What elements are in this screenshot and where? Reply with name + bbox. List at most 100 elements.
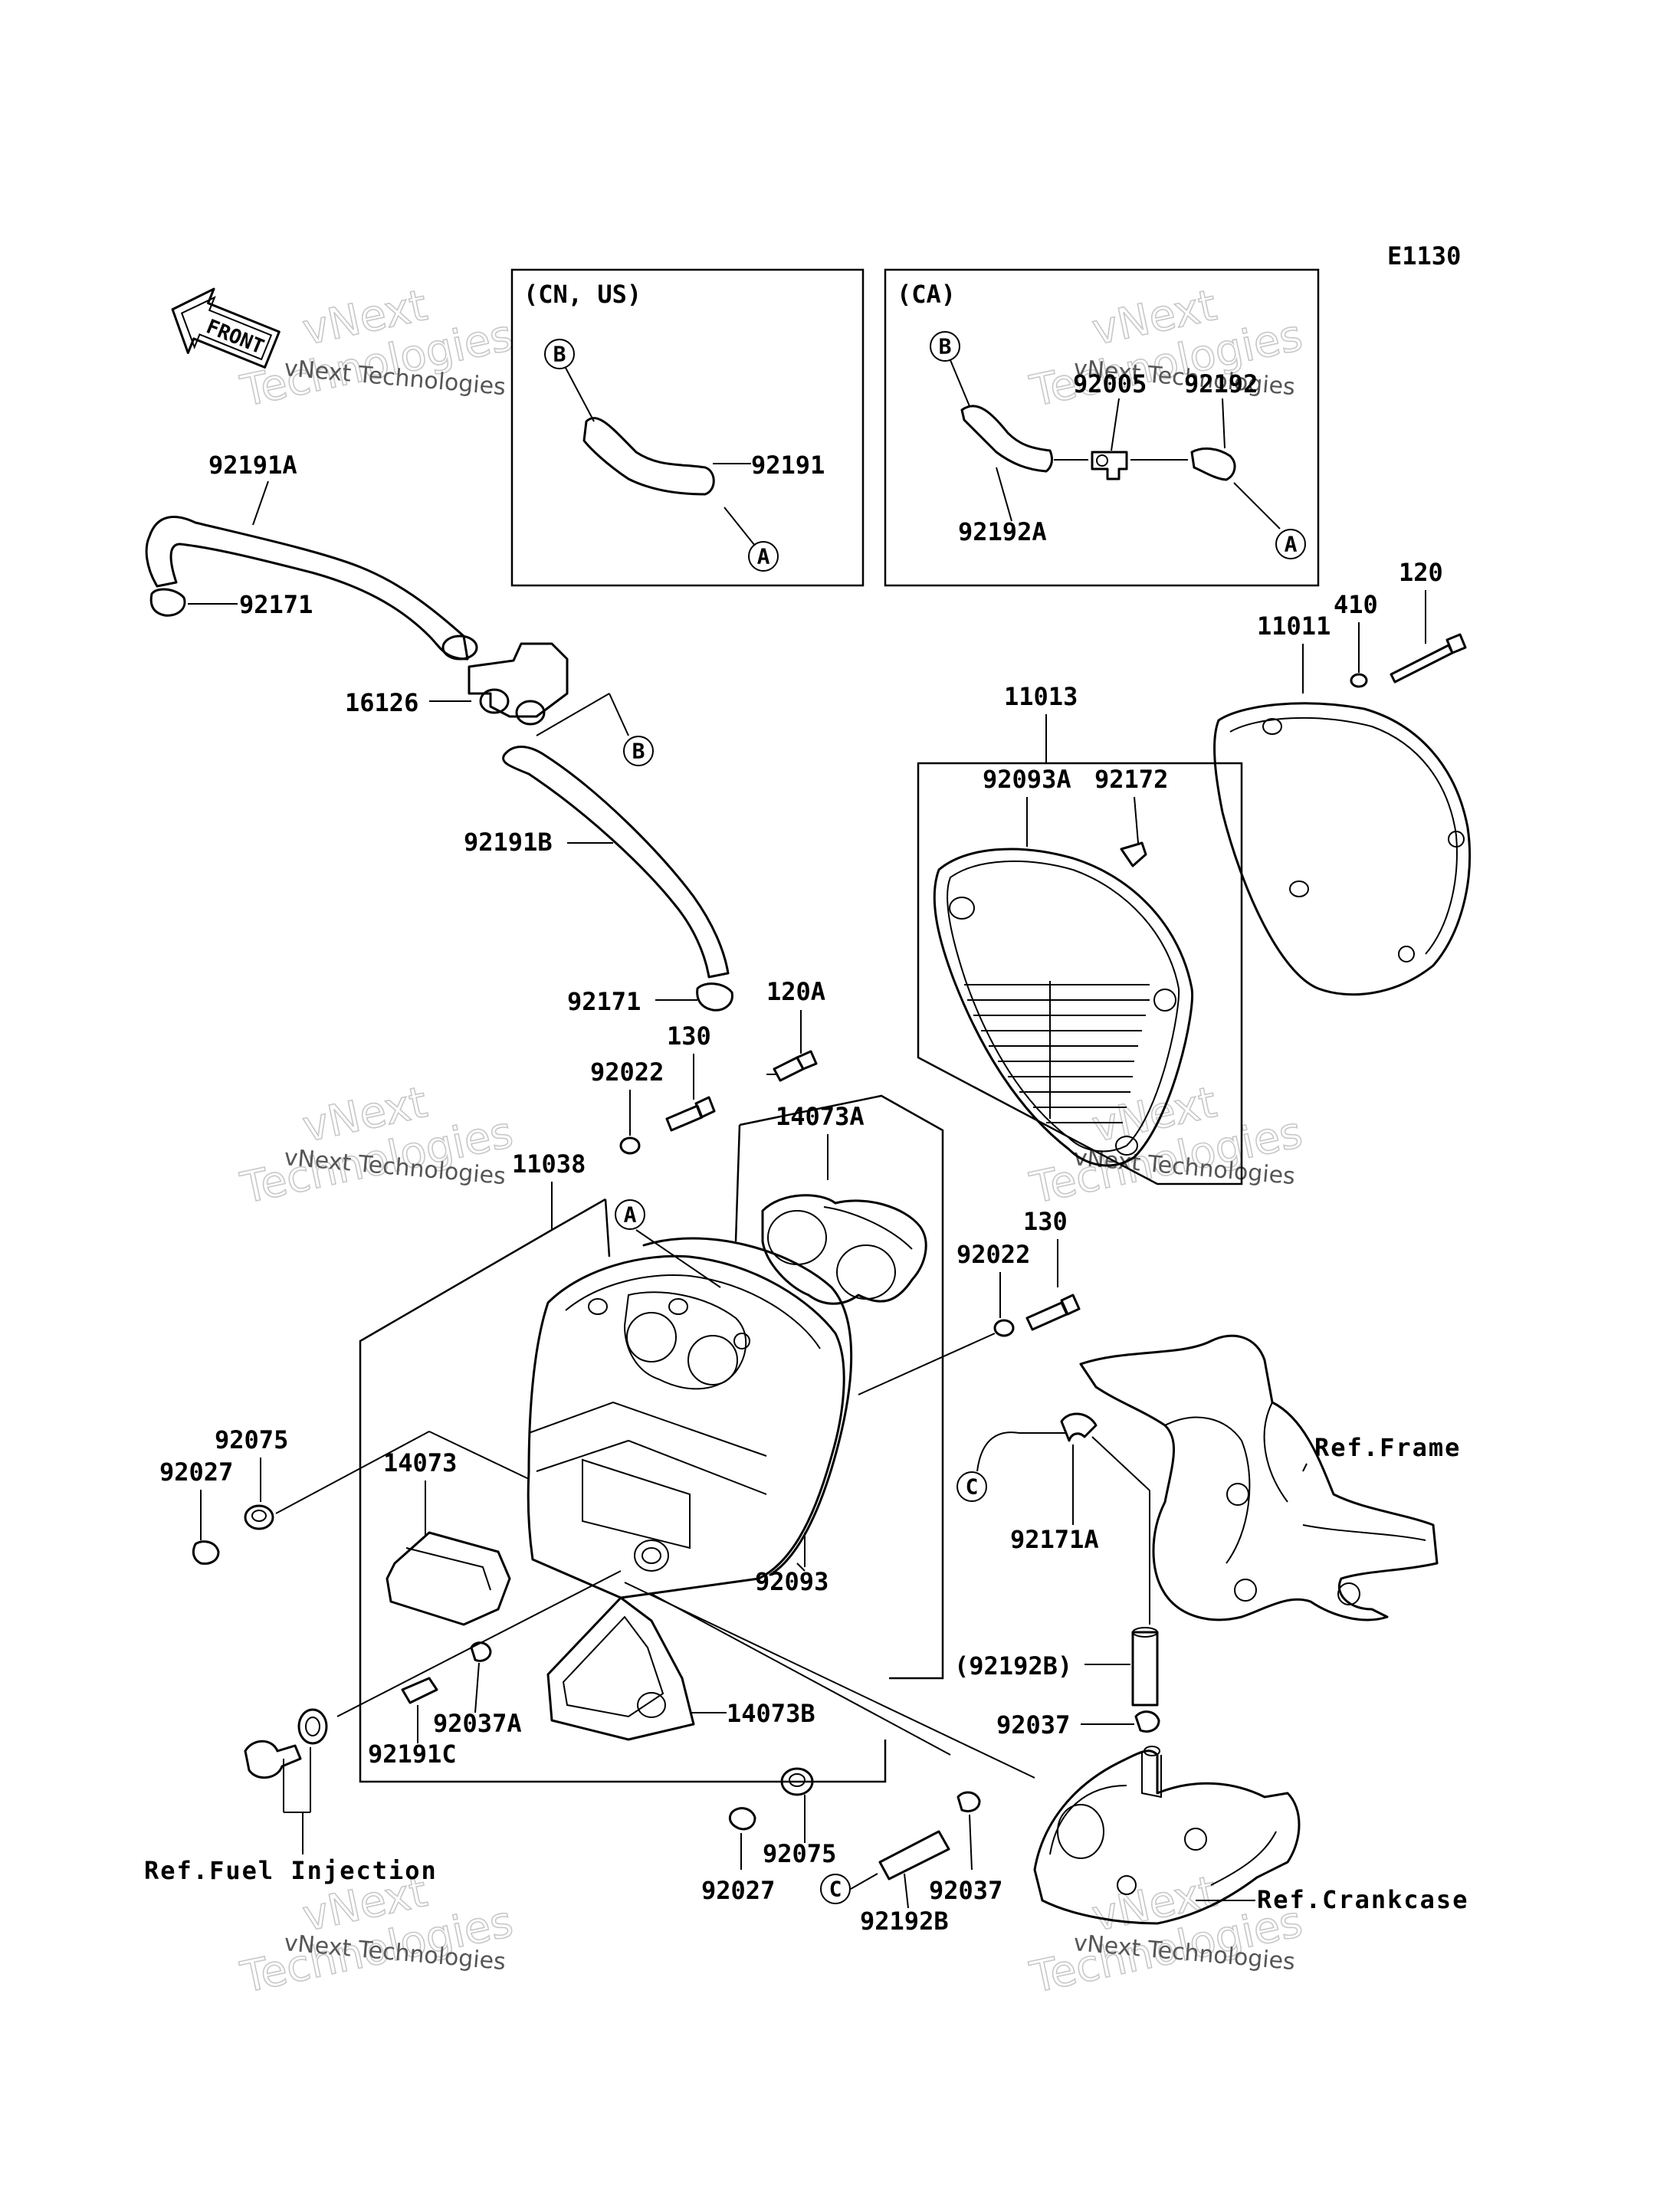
part-label-11038: 11038: [512, 1149, 586, 1179]
sensor-fuel-injection: [244, 1740, 302, 1779]
part-label-92005: 92005: [1073, 369, 1147, 398]
clamp-92037-bottom: [956, 1791, 981, 1812]
part-label-14073: 14073: [383, 1448, 457, 1477]
variant-label-ca: (CA): [897, 280, 956, 309]
grommet-92075-left: [244, 1504, 274, 1530]
circle-ref-c-left-text: C: [966, 1474, 979, 1500]
circle-ref-a-main-text: A: [624, 1202, 637, 1228]
part-label-92171-lower: 92171: [567, 987, 641, 1016]
circle-ref-b: [930, 331, 960, 362]
circle-ref-a: [1275, 529, 1306, 559]
gasket-92093: [642, 1237, 853, 1576]
variant-box-ca: (CA) B 92192A 92005 92192 A: [884, 268, 1320, 587]
hose-92192: [1190, 447, 1236, 481]
front-arrow-icon: FRONT: [171, 287, 281, 369]
crankcase-reference: [1033, 1749, 1301, 1925]
hose-92191b: [502, 746, 730, 979]
circle-ref-b-text: B: [553, 342, 566, 367]
part-label-11011: 11011: [1257, 612, 1331, 641]
front-label: FRONT: [203, 315, 267, 359]
part-label-92037-bottom: 92037: [929, 1876, 1002, 1905]
circle-ref-b-main-text: B: [632, 739, 645, 764]
part-label-14073b: 14073B: [727, 1699, 815, 1728]
part-label-92027-left: 92027: [159, 1458, 233, 1487]
part-label-16126: 16126: [345, 688, 418, 717]
part-label-92171a: 92171A: [1010, 1525, 1099, 1554]
bolt-130-right: [1025, 1301, 1068, 1331]
watermark-bottom-left: vNext Technologies vNext Technologies: [236, 1866, 518, 2003]
watermark-top-right: vNext Technologies vNext Technologies: [1025, 280, 1308, 417]
part-label-92093a: 92093A: [983, 765, 1071, 794]
circle-ref-c-bottom: [820, 1874, 851, 1904]
cover-11011: [1213, 702, 1472, 996]
housing-11038: [527, 1254, 845, 1599]
circle-ref-a-text: A: [1285, 532, 1298, 557]
circle-ref-b: [544, 339, 575, 369]
part-label-92192b-paren: (92192B): [954, 1651, 1072, 1681]
part-label-92171-top: 92171: [239, 590, 313, 619]
clamp-92037-right: [1134, 1710, 1160, 1733]
ref-crankcase: Ref.Crankcase: [1257, 1885, 1468, 1914]
clamp-92171-lower: [696, 982, 733, 1012]
part-label-92093: 92093: [755, 1567, 829, 1596]
part-label-92191a: 92191A: [208, 451, 297, 480]
hose-92192b-vertical: [1131, 1631, 1159, 1707]
part-label-120a: 120A: [766, 977, 825, 1006]
variant-label-cn-us: (CN, US): [523, 280, 641, 309]
watermark-mid-right: vNext Technologies vNext Technologies: [1025, 1077, 1308, 1214]
hose-92192b-bottom: [878, 1830, 950, 1881]
part-label-92027-bottom: 92027: [701, 1876, 775, 1905]
hose-92191c: [401, 1677, 438, 1704]
part-label-92075-bottom: 92075: [763, 1839, 836, 1868]
frame-reference: [1079, 1334, 1439, 1622]
circle-ref-b-text: B: [939, 334, 952, 359]
duct-14073b: [546, 1596, 695, 1741]
bolt-120: [1390, 644, 1454, 684]
clamp-92037a: [470, 1641, 492, 1662]
circle-ref-a-main: [615, 1199, 645, 1230]
part-label-92192b-bottom: 92192B: [860, 1907, 949, 1936]
circle-ref-c-bottom-text: C: [829, 1877, 842, 1902]
part-label-130-right: 130: [1023, 1207, 1068, 1236]
part-label-130-upper: 130: [667, 1021, 711, 1051]
cap-92027-left: [192, 1540, 220, 1565]
valve-16126: [468, 642, 569, 718]
part-label-410: 410: [1334, 590, 1378, 619]
cap-92027-bottom: [728, 1807, 756, 1831]
part-label-92022-right: 92022: [956, 1240, 1030, 1269]
part-label-92192a: 92192A: [958, 517, 1047, 546]
screw-92172: [1120, 841, 1147, 867]
clamp-92171: [149, 588, 186, 617]
watermark-top-left: vNext Technologies vNext Technologies: [236, 280, 518, 417]
watermark-mid-left: vNext Technologies vNext Technologies: [236, 1077, 518, 1214]
part-label-92037-right: 92037: [996, 1710, 1070, 1740]
duct-14073a: [761, 1194, 927, 1305]
hose-92191: [582, 417, 715, 496]
circle-ref-a-text: A: [757, 544, 770, 569]
circle-ref-a: [748, 541, 779, 572]
part-label-92192: 92192: [1184, 369, 1258, 398]
washer-410: [1350, 673, 1368, 688]
part-label-92022-upper: 92022: [590, 1058, 664, 1087]
ref-frame: Ref.Frame: [1314, 1433, 1461, 1462]
clamp-92171a: [1060, 1412, 1098, 1442]
circle-ref-b-main: [623, 736, 654, 766]
circle-ref-c-left: [956, 1471, 987, 1502]
ref-fuel-injection: Ref.Fuel Injection: [144, 1856, 438, 1885]
part-label-92037a: 92037A: [433, 1709, 522, 1738]
part-label-92191c: 92191C: [368, 1740, 457, 1769]
grommet-92075-bottom: [780, 1767, 814, 1796]
bolt-130-upper: [665, 1104, 704, 1132]
washer-92022-upper: [619, 1136, 641, 1155]
element-gasket-92093a: [933, 848, 1194, 1167]
part-label-120: 120: [1399, 558, 1443, 587]
washer-92022-right: [993, 1319, 1015, 1337]
part-label-92191: 92191: [751, 451, 825, 480]
filter-14073: [386, 1531, 511, 1626]
hose-92192a: [960, 405, 1053, 473]
part-label-11013: 11013: [1004, 682, 1078, 711]
diagram-code: E1130: [1387, 241, 1461, 271]
variant-box-cn-us: (CN, US) B 92191 A: [510, 268, 865, 587]
part-label-14073a: 14073A: [776, 1102, 865, 1131]
